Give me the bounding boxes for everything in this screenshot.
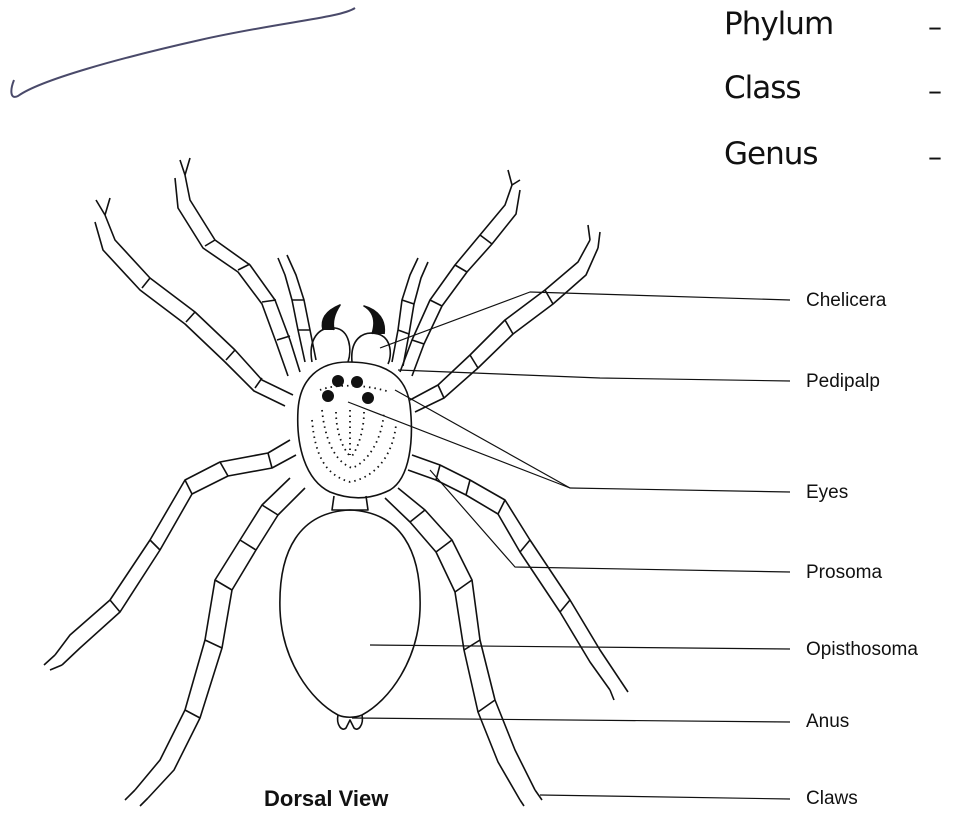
pedipalp-left — [278, 255, 316, 362]
label-chelicera: Chelicera — [806, 290, 886, 312]
label-opisthosoma: Opisthosoma — [806, 639, 918, 661]
caption-dorsal-view: Dorsal View — [264, 786, 388, 812]
eyes-group — [322, 375, 374, 404]
taxonomy-value-class: – — [928, 74, 942, 107]
label-claws: Claws — [806, 788, 858, 810]
taxonomy-value-genus: – — [928, 140, 942, 173]
leg-third-left — [44, 440, 296, 670]
taxonomy-label-genus: Genus — [724, 136, 818, 172]
label-pedipalp: Pedipalp — [806, 371, 880, 393]
taxonomy-label-phylum: Phylum — [724, 6, 833, 42]
leg-second-right — [410, 225, 600, 412]
label-prosoma: Prosoma — [806, 562, 882, 584]
opisthosoma-shape — [280, 510, 420, 717]
pen-scribble — [11, 8, 355, 97]
leg-third-right — [408, 455, 628, 700]
leg-back-left — [125, 478, 305, 806]
taxonomy-value-phylum: – — [928, 10, 942, 43]
label-anus: Anus — [806, 711, 849, 733]
label-eyes: Eyes — [806, 482, 848, 504]
chelicerae — [311, 305, 390, 364]
taxonomy-label-class: Class — [724, 70, 801, 106]
